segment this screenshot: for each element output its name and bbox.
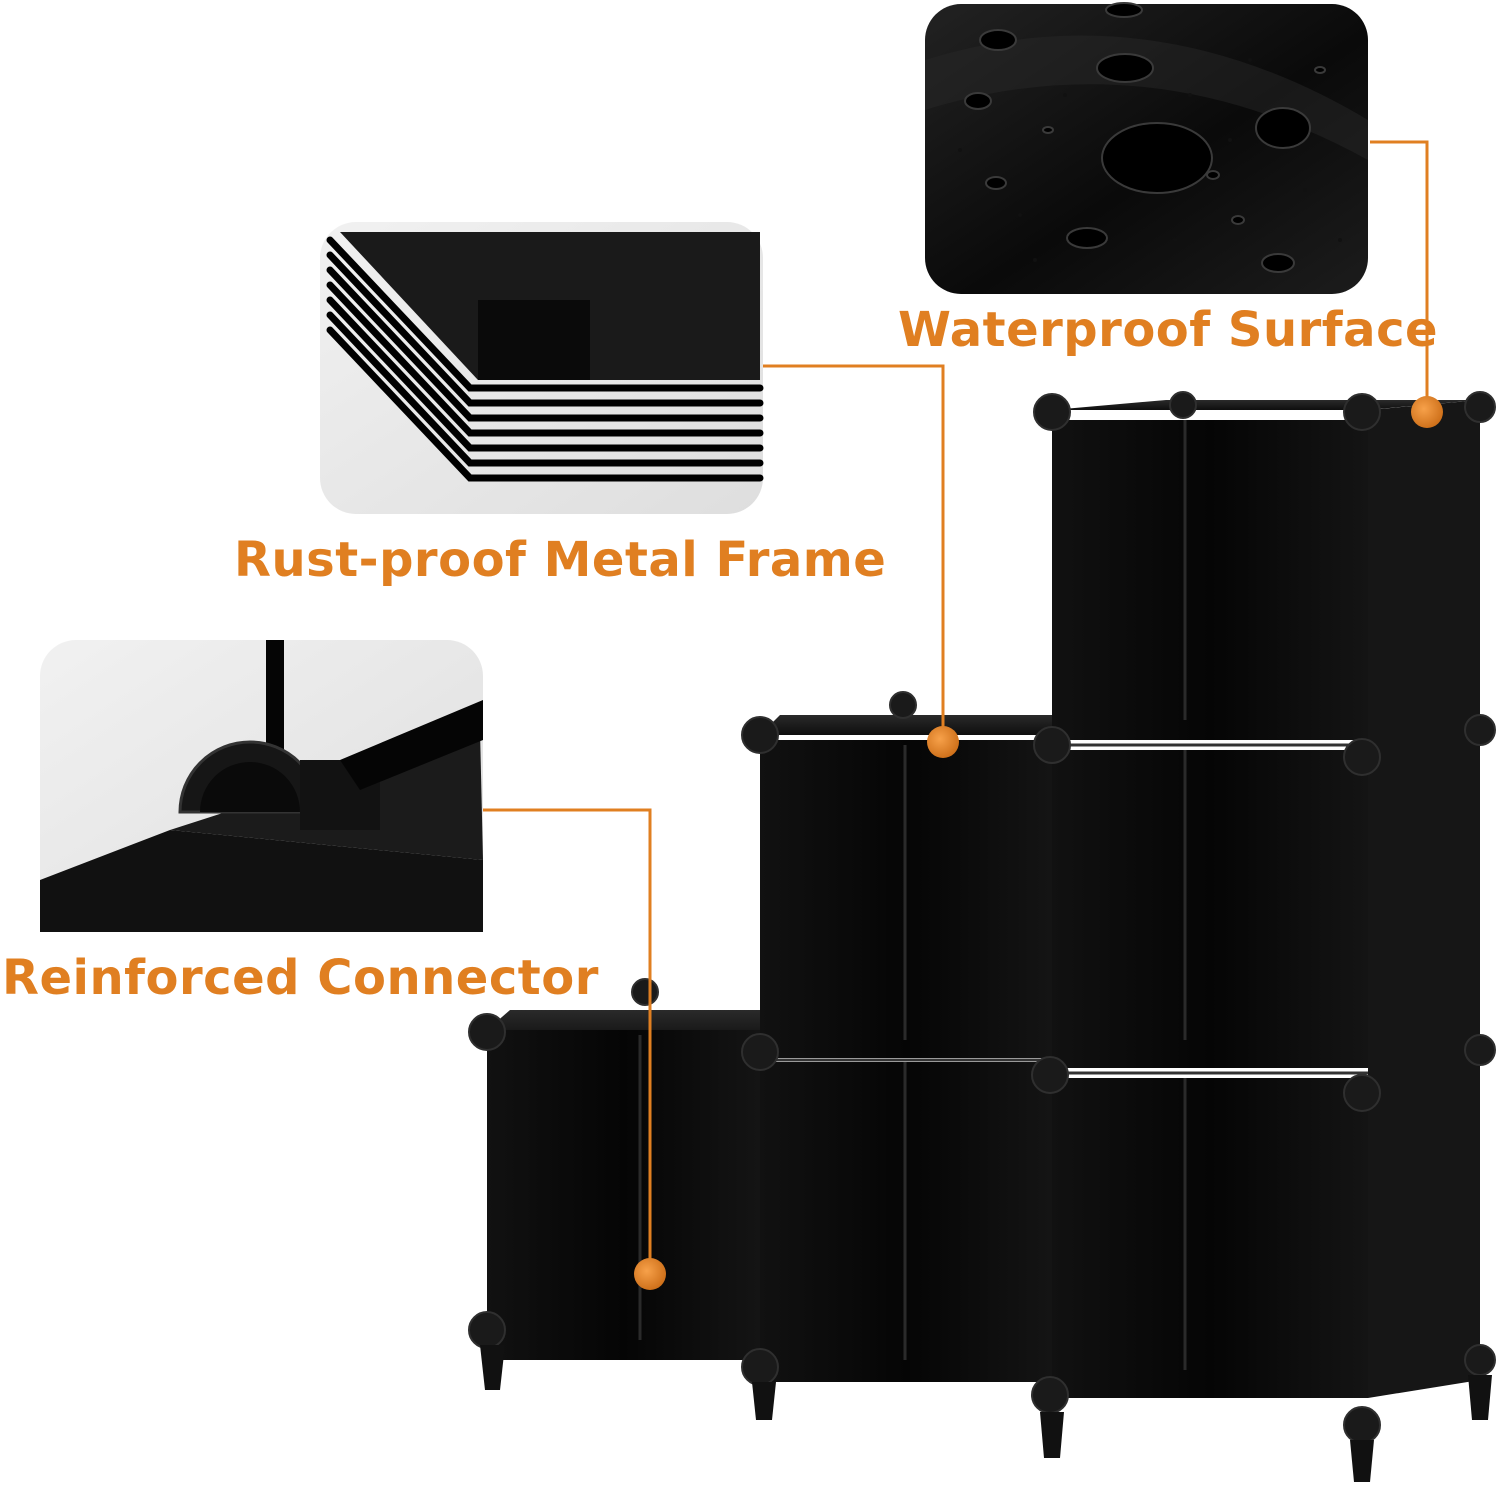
cube-organizer: [468, 391, 1496, 1482]
waterproof-inset: [925, 2, 1368, 294]
water-droplets-icon: [964, 2, 1326, 273]
waterproof-surface-label: Waterproof Surface: [898, 302, 1439, 358]
connector-icon: [40, 640, 483, 932]
rustproof-inset: [320, 222, 764, 514]
waterproof-callout-dot: [1411, 396, 1443, 428]
callout-lines: [483, 140, 1429, 1274]
reinforced-connector-label: Reinforced Connector: [2, 950, 599, 1006]
rustproof-frame-label: Rust-proof Metal Frame: [234, 532, 887, 588]
connector-inset: [40, 640, 483, 932]
stacked-panels-icon: [326, 236, 764, 482]
rustproof-callout-dot: [927, 726, 959, 758]
callout-dots: [634, 396, 1443, 1290]
connector-callout-dot: [634, 1258, 666, 1290]
